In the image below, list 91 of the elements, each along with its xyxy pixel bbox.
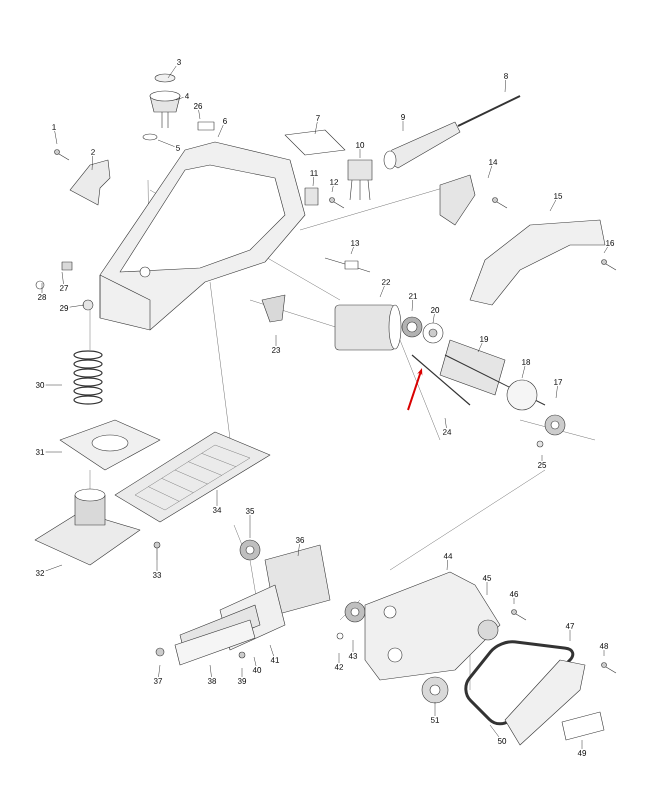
leader-line (62, 272, 64, 284)
leader-line (332, 186, 334, 192)
callout-number: 50 (498, 738, 506, 744)
leader-line (218, 124, 224, 138)
callout-number: 29 (60, 305, 68, 311)
leader-line (69, 304, 84, 308)
leader-line (158, 664, 160, 678)
leader-line (158, 140, 175, 147)
callout-number: 11 (310, 170, 318, 176)
callout-number: 4 (184, 93, 189, 99)
callout-number: 9 (401, 114, 405, 120)
callout-number: 36 (296, 537, 304, 543)
leader-line (314, 122, 318, 134)
callout-number: 32 (36, 570, 44, 576)
callout-number: 46 (510, 591, 518, 597)
callout-number: 23 (272, 347, 280, 353)
callout-number: 16 (606, 240, 614, 246)
leader-line (402, 120, 404, 132)
leader-line (604, 246, 608, 254)
leader-line (380, 286, 385, 298)
callout-number: 12 (330, 179, 338, 185)
callout-number: 2 (91, 149, 95, 155)
callout-number: 37 (154, 678, 162, 684)
callout-number: 19 (480, 336, 488, 342)
leader-line (522, 366, 526, 378)
callout-number: 20 (430, 307, 440, 313)
callout-number: 31 (36, 449, 44, 455)
leader-line (488, 166, 492, 178)
callout-number: 5 (176, 145, 180, 151)
callout-number: 7 (316, 115, 320, 121)
leader-line (350, 246, 354, 254)
callout-number: 39 (238, 678, 246, 684)
callout-number: 35 (246, 508, 254, 514)
callout-number: 3 (177, 59, 181, 65)
callout-number: 24 (442, 429, 452, 435)
callout-number: 28 (38, 294, 46, 300)
callout-number: 15 (554, 193, 562, 199)
callout-number: 40 (252, 667, 262, 673)
callout-number: 21 (408, 293, 418, 299)
callout-number: 1 (52, 124, 56, 130)
leader-line (412, 300, 413, 312)
leader-line (254, 656, 256, 666)
leader-line (338, 652, 340, 664)
callout-number: 49 (578, 750, 586, 756)
leader-line (478, 342, 482, 352)
callout-number: 45 (482, 575, 492, 581)
leader-line (198, 110, 200, 120)
callout-number: 41 (270, 657, 280, 663)
leader-line (490, 724, 500, 738)
callout-number: 13 (351, 240, 360, 246)
callout-number: 30 (36, 382, 44, 388)
callout-number: 17 (554, 379, 562, 385)
callout-number: 47 (566, 623, 574, 629)
leader-line (54, 130, 58, 144)
leader-line (556, 386, 558, 398)
leader-line (444, 418, 447, 428)
leader-line (352, 640, 354, 652)
callout-number: 10 (356, 142, 364, 148)
leader-line (45, 384, 62, 386)
callout-number: 33 (152, 572, 162, 578)
callout-number: 42 (334, 664, 344, 670)
callout-number: 14 (489, 159, 498, 165)
callout-number: 8 (504, 73, 508, 79)
leader-line (45, 564, 62, 572)
leader-line (432, 314, 435, 324)
leader-line (486, 582, 488, 596)
callout-number: 25 (538, 462, 546, 468)
leader-line (270, 644, 274, 656)
callout-number: 44 (444, 553, 452, 559)
callout-number: 6 (223, 118, 227, 124)
callout-number: 27 (60, 285, 68, 291)
leader-line (216, 490, 218, 506)
leader-line (550, 200, 556, 212)
callout-number: 34 (212, 507, 222, 513)
leader-line (504, 80, 506, 92)
callout-number: 48 (600, 643, 608, 649)
callout-number: 51 (430, 717, 440, 723)
callout-number: 26 (194, 103, 202, 109)
leader-line (92, 156, 93, 170)
callout-number: 38 (208, 678, 216, 684)
callout-number: 43 (348, 653, 358, 659)
leader-line (312, 176, 314, 186)
leader-line (168, 66, 176, 78)
leader-line (210, 664, 212, 678)
leader-line (156, 560, 158, 572)
leader-line (298, 544, 300, 556)
leader-line (434, 702, 436, 716)
callout-number: 18 (522, 359, 530, 365)
callout-number: 22 (382, 279, 390, 285)
leader-line (176, 97, 184, 100)
leader-line (446, 560, 448, 570)
